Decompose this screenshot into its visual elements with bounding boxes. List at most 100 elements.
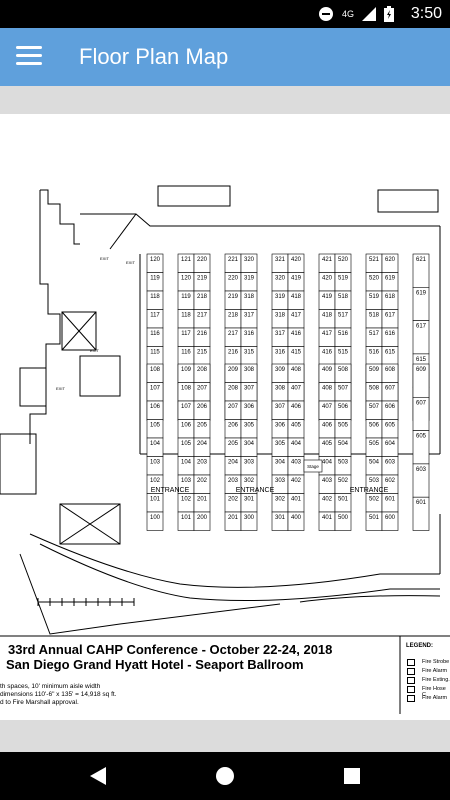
booth-number: 617 <box>416 324 427 330</box>
booth-601[interactable] <box>412 496 430 531</box>
booth-number: 103 <box>181 478 192 484</box>
booth-number: 304 <box>244 441 255 447</box>
booth-number: 219 <box>228 294 239 300</box>
booth-number: 206 <box>228 423 239 429</box>
booth-number: 316 <box>244 331 255 337</box>
back-triangle-icon[interactable] <box>74 760 122 792</box>
booth-number: 308 <box>244 367 255 373</box>
booth-number: 416 <box>291 331 302 337</box>
recents-square-icon[interactable] <box>328 760 376 792</box>
booth-number: 507 <box>369 404 380 410</box>
battery-icon <box>384 6 394 22</box>
booth-number: 518 <box>338 294 349 300</box>
booth-number: 307 <box>275 404 286 410</box>
booth-number: 207 <box>228 404 239 410</box>
booth-600[interactable] <box>381 511 399 531</box>
booth-number: 319 <box>244 276 255 282</box>
booth-number: 117 <box>150 313 160 319</box>
booth-number: 419 <box>291 276 302 282</box>
top-gray-band <box>0 86 450 114</box>
booth-number: 409 <box>322 367 333 373</box>
booth-number: 507 <box>338 386 349 392</box>
title-block-frame <box>0 635 450 714</box>
booth-number: 618 <box>385 294 396 300</box>
booth-number: 220 <box>197 257 208 263</box>
fire-extinguisher-icon <box>407 677 415 684</box>
booth-number: 603 <box>416 467 427 473</box>
booth-number: 607 <box>416 400 427 406</box>
booth-number: 406 <box>291 404 302 410</box>
booth-400[interactable] <box>287 511 305 531</box>
booth-number: 401 <box>322 515 333 521</box>
booth-500[interactable] <box>334 511 352 531</box>
booth-number: 307 <box>244 386 255 392</box>
booth-number: 220 <box>228 276 239 282</box>
booth-number: 320 <box>275 276 286 282</box>
booth-number: 417 <box>322 331 333 337</box>
booth-number: 120 <box>150 257 161 263</box>
booth-number: 615 <box>385 350 396 356</box>
entrance-label: ENTRANCE <box>350 487 389 494</box>
booth-number: 519 <box>369 294 380 300</box>
navigation-bar <box>0 752 450 800</box>
booth-number: 503 <box>338 460 349 466</box>
booth-number: 501 <box>369 515 380 521</box>
signal-icon <box>362 7 376 21</box>
booth-number: 508 <box>369 386 380 392</box>
booth-300[interactable] <box>240 511 258 531</box>
booth-number: 107 <box>181 404 192 410</box>
booth-number: 606 <box>385 404 396 410</box>
booth-number: 415 <box>291 350 302 356</box>
legend-item: Fire Alarm <box>422 668 448 674</box>
booth-number: 504 <box>369 460 380 466</box>
hamburger-menu-icon[interactable] <box>12 42 46 72</box>
booth-number: 401 <box>291 497 302 503</box>
booth-number: 208 <box>197 367 208 373</box>
venue-title: San Diego Grand Hyatt Hotel - Seaport Ba… <box>6 657 304 672</box>
booth-number: 219 <box>197 276 208 282</box>
booth-100[interactable] <box>146 511 164 531</box>
booth-number: 603 <box>385 460 396 466</box>
home-circle-icon[interactable] <box>201 760 249 792</box>
booth-number: 516 <box>369 350 380 356</box>
booth-number: 119 <box>150 276 160 282</box>
page-title: Floor Plan Map <box>79 44 229 69</box>
note-line-1: th spaces, 10' minimum aisle width <box>0 683 101 690</box>
booth-number: 204 <box>228 460 239 466</box>
booth-number: 519 <box>338 276 349 282</box>
booth-number: 407 <box>322 404 333 410</box>
booth-number: 101 <box>150 497 161 503</box>
legend-title: LEGEND: <box>406 643 433 649</box>
booth-number: 217 <box>228 331 239 337</box>
fire-strobe-icon <box>407 659 415 666</box>
booth-number: 303 <box>244 460 255 466</box>
booth-number: 104 <box>181 460 192 466</box>
status-bar: 4G 3:50 <box>0 0 450 28</box>
legend-item: Fire Hose C <box>422 686 446 698</box>
booth-number: 601 <box>385 497 396 503</box>
booth-number: 419 <box>322 294 333 300</box>
booth-number: 118 <box>181 313 191 319</box>
booth-number: 420 <box>291 257 302 263</box>
booth-number: 605 <box>385 423 396 429</box>
booth-number: 117 <box>181 331 191 337</box>
legend-item: Fire Alarm <box>422 695 448 701</box>
exit-label: EXIT <box>56 386 65 391</box>
fire-hose-icon <box>407 686 415 693</box>
booth-number: 319 <box>275 294 286 300</box>
booth-number: 217 <box>197 313 208 319</box>
booth-200[interactable] <box>193 511 211 531</box>
booth-number: 302 <box>244 478 255 484</box>
booth-number: 607 <box>385 386 396 392</box>
booth-number: 408 <box>322 386 333 392</box>
booth-number: 408 <box>291 367 302 373</box>
booth-number: 508 <box>338 367 349 373</box>
booth-number: 100 <box>150 515 161 521</box>
booth-number: 615 <box>416 357 427 363</box>
booth-number: 109 <box>181 367 192 373</box>
booth-number: 218 <box>197 294 208 300</box>
event-title: 33rd Annual CAHP Conference - October 22… <box>8 642 333 657</box>
booth-number: 301 <box>275 515 286 521</box>
